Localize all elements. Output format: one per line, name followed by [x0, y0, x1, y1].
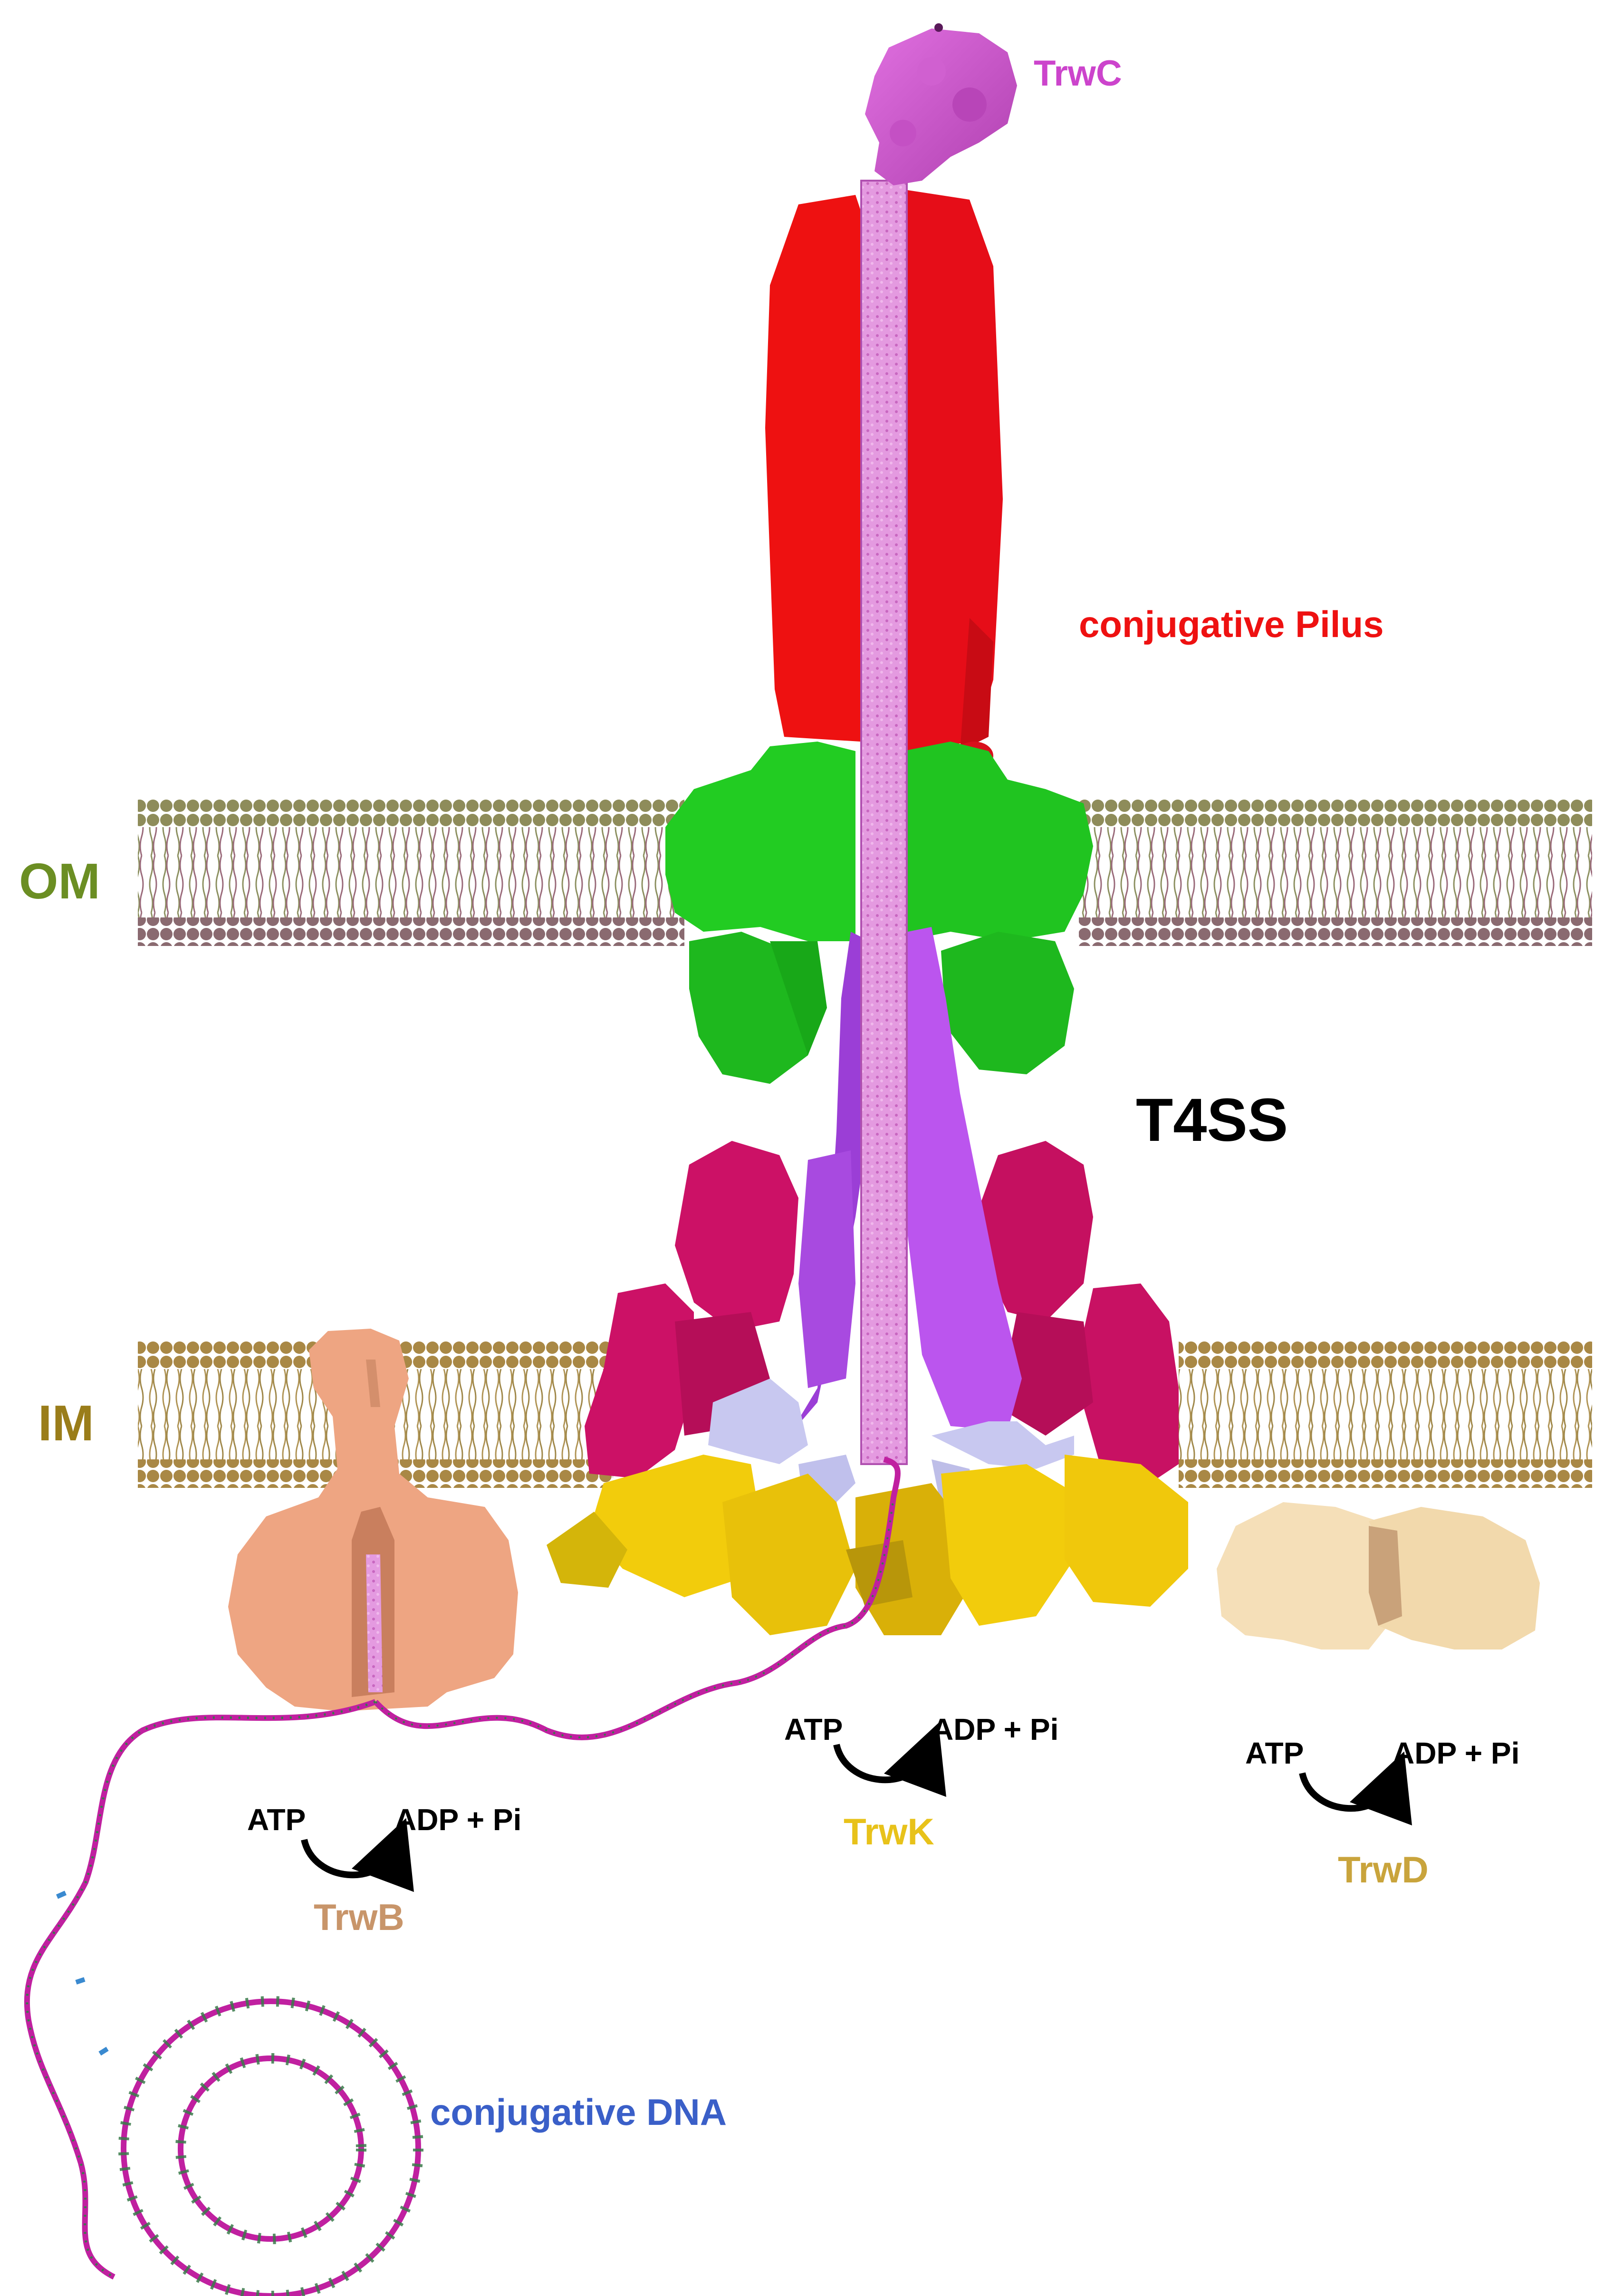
label-conjugative-dna: conjugative DNA	[430, 2091, 727, 2133]
inner-channel	[789, 927, 1022, 1436]
outer-membrane	[138, 799, 1592, 946]
trwb-arrow-icon	[301, 1818, 414, 1892]
trwd-arrow-icon	[1299, 1751, 1412, 1826]
trwc-relaxase	[865, 23, 1017, 185]
trwb-protein	[228, 1329, 518, 1711]
reaction-trwk: ATP ADP + Pi TrwK	[784, 1712, 1058, 1852]
trwk-atpase	[547, 1455, 1188, 1635]
trwk-substrate: ATP	[784, 1712, 843, 1746]
label-conjugative-pilus: conjugative Pilus	[1079, 603, 1383, 645]
label-trwd: TrwD	[1338, 1849, 1429, 1891]
label-om: OM	[19, 853, 100, 909]
core-complex-om	[665, 742, 1093, 1084]
trwd-product: ADP + Pi	[1393, 1736, 1519, 1770]
label-t4ss: T4SS	[1136, 1086, 1288, 1154]
trwk-arrow-icon	[833, 1723, 946, 1797]
label-trwk: TrwK	[844, 1811, 934, 1852]
label-trwb: TrwB	[314, 1896, 404, 1938]
conjugative-dna	[24, 1457, 901, 2296]
label-trwc: TrwC	[1034, 53, 1122, 94]
conjugative-pilus	[765, 190, 1003, 770]
trwk-product: ADP + Pi	[932, 1712, 1058, 1746]
reaction-trwb: ATP ADP + Pi TrwB	[247, 1803, 521, 1938]
translocation-rod	[860, 180, 908, 1465]
trwb-substrate: ATP	[247, 1803, 306, 1837]
trwd-substrate: ATP	[1245, 1736, 1304, 1770]
stalk-arches	[585, 1141, 1179, 1483]
trwd-protein	[1217, 1502, 1540, 1650]
reaction-trwd: ATP ADP + Pi TrwD	[1245, 1736, 1519, 1891]
label-im: IM	[38, 1395, 94, 1451]
trwb-product: ADP + Pi	[394, 1803, 521, 1837]
